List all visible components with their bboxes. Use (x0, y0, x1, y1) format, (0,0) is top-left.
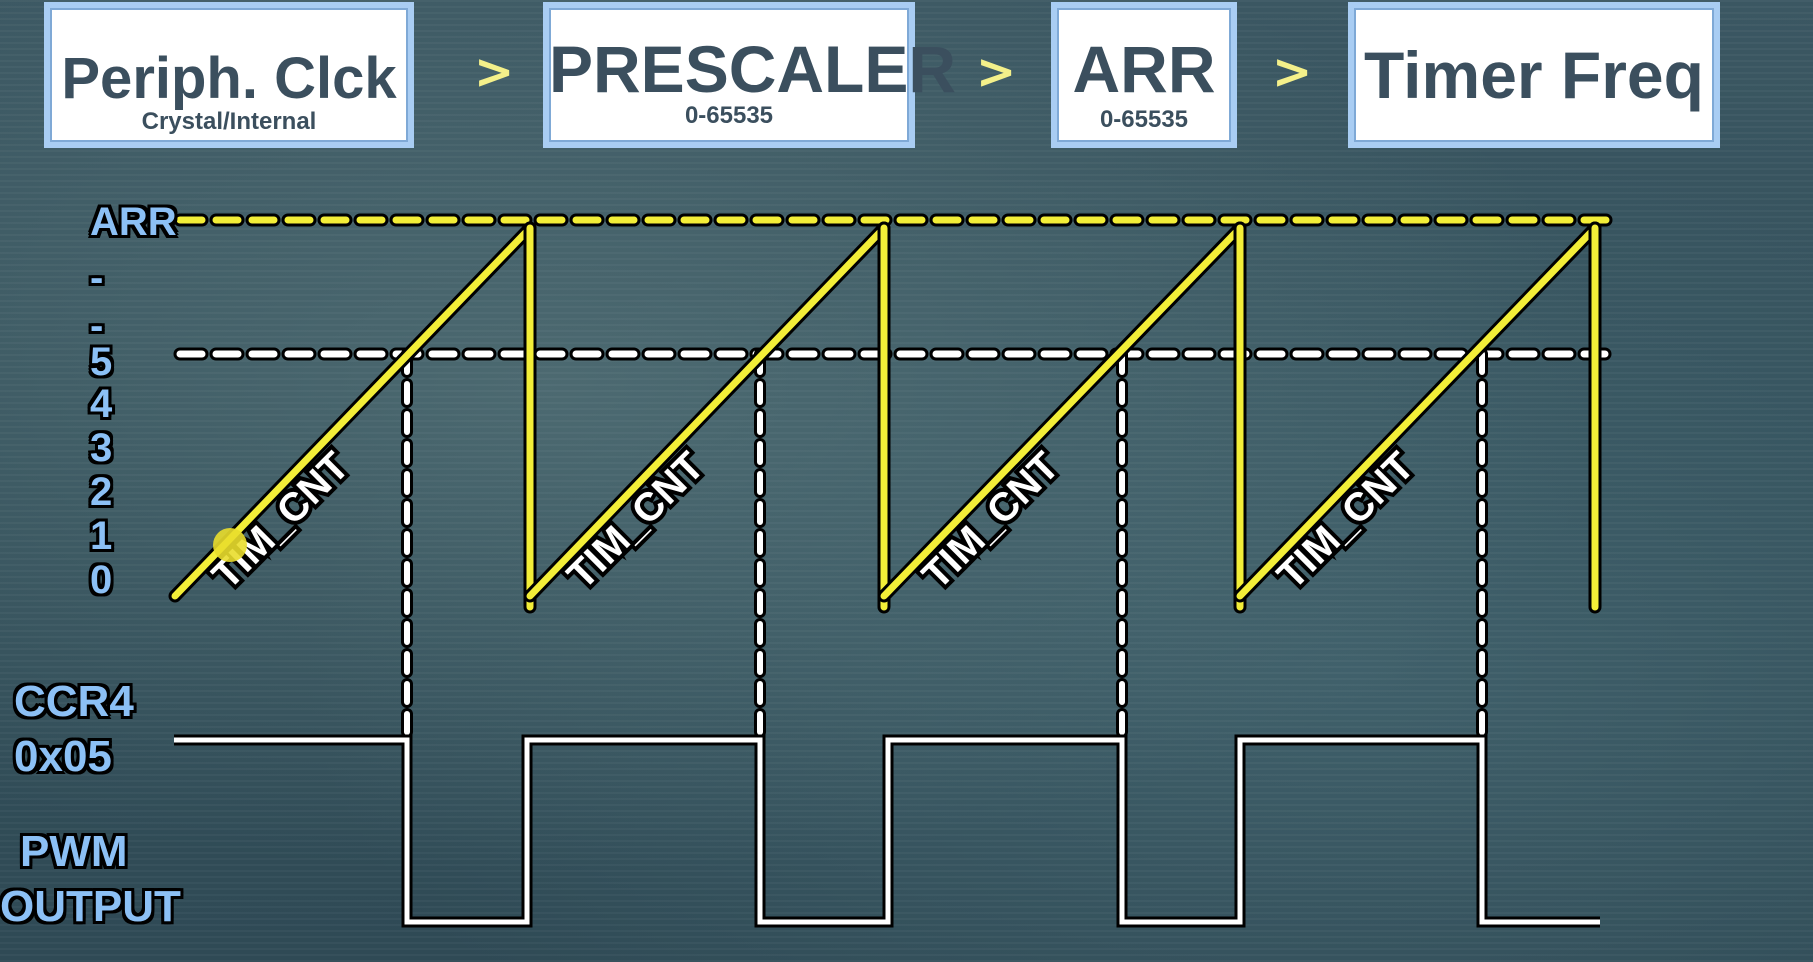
timer-freq-title: Timer Freq (1364, 38, 1704, 112)
periph-clock-title: Periph. Clck (61, 46, 397, 111)
arr-title: ARR (1072, 32, 1216, 106)
axis-tick-4: 3 (90, 426, 113, 470)
arr-box: ARR 0-65535 (1051, 2, 1237, 148)
ccr4-value: 0x05 (14, 732, 112, 781)
prescaler-title: PRESCALER (549, 32, 957, 106)
tim-cnt-label-1: TIM_CNT (204, 444, 358, 598)
tim-cnt-label-2: TIM_CNT (559, 444, 713, 598)
periph-clock-subtitle: Crystal/Internal (141, 108, 317, 135)
ramp-rise-2 (526, 224, 888, 600)
pwm-label: PWM (20, 827, 128, 876)
axis-tick-3: 4 (90, 382, 113, 426)
arr-subtitle: 0-65535 (1099, 106, 1189, 133)
arrow-3: > (1272, 44, 1313, 100)
tim-cnt-label-3: TIM_CNT (914, 444, 1068, 598)
arr-axis-label: ARR (90, 200, 177, 244)
axis-tick-2: 5 (90, 340, 113, 384)
axis-tick-0: - (90, 256, 104, 300)
prescaler-subtitle: 0-65535 (684, 102, 774, 129)
axis-tick-7: 0 (90, 558, 113, 602)
pwm-output-waveform (174, 737, 1600, 925)
cursor-highlight (213, 528, 247, 562)
timer-freq-box: Timer Freq (1348, 2, 1720, 148)
ramp-rise-4 (1236, 224, 1599, 600)
axis-tick-5: 2 (90, 470, 113, 514)
arrow-1: > (474, 44, 515, 100)
tim-cnt-label-4: TIM_CNT (1269, 444, 1423, 598)
axis-tick-6: 1 (90, 514, 113, 558)
axis-tick-1: - (90, 304, 104, 348)
ramp-rise-3 (880, 224, 1244, 600)
periph-clock-box: Periph. Clck Crystal/Internal (44, 2, 414, 148)
prescaler-box: PRESCALER 0-65535 (543, 2, 957, 148)
arrow-2: > (976, 44, 1017, 100)
output-label: OUTPUT (0, 882, 181, 931)
ccr4-label: CCR4 (14, 677, 134, 726)
